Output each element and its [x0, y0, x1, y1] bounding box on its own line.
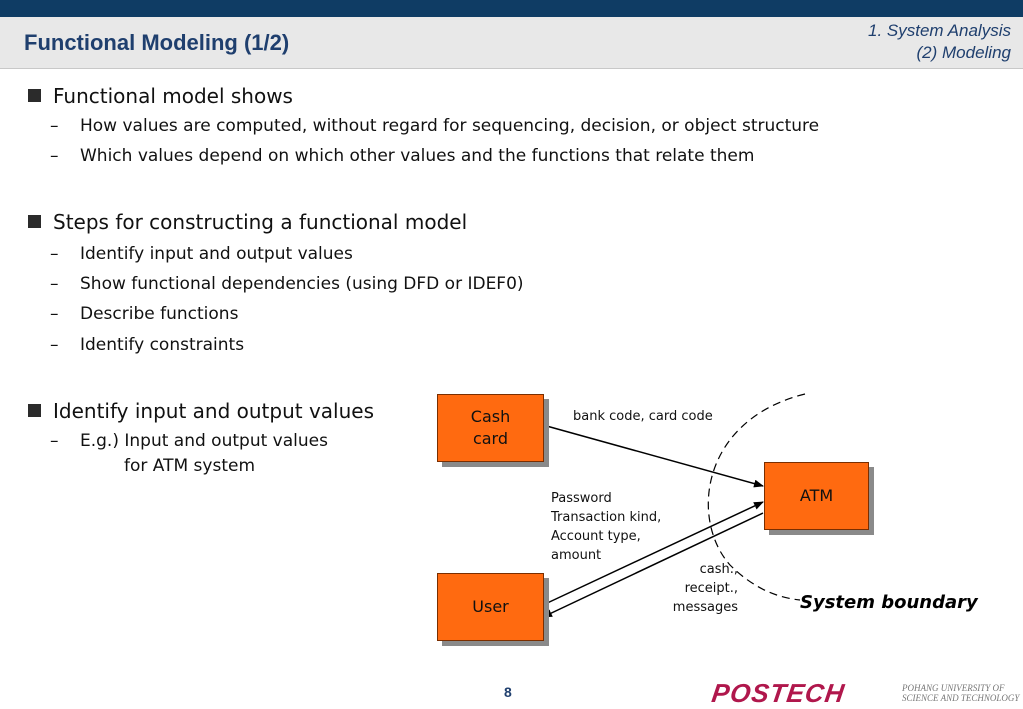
bullet-text: Steps for constructing a functional mode…	[53, 210, 468, 234]
sub-text: for ATM system	[124, 456, 256, 476]
atm-label: ATM	[799, 486, 834, 505]
label-line: messages	[672, 600, 738, 615]
sub-item: –E.g.) Input and output values	[50, 431, 328, 451]
bullet-square-icon	[28, 404, 41, 417]
label-line: Password	[551, 491, 612, 506]
slide-title: Functional Modeling (1/2)	[24, 30, 290, 55]
system-boundary-arc	[707, 393, 806, 601]
logo-wordmark: POSTECH	[709, 678, 847, 708]
section-line-2: (2) Modeling	[916, 43, 1012, 62]
bullet-square-icon	[28, 89, 41, 102]
sub-item: –Describe functions	[50, 304, 239, 324]
section-line-1: 1. System Analysis	[868, 21, 1011, 40]
logo-subtitle: POHANG UNIVERSITY OF SCIENCE AND TECHNOL…	[902, 683, 1019, 703]
sub-text: Describe functions	[80, 304, 239, 324]
bullet-text: Functional model shows	[53, 84, 293, 108]
bullet-steps: Steps for constructing a functional mode…	[28, 210, 467, 234]
sub-text: Identify constraints	[80, 335, 245, 355]
bullet-square-icon	[28, 215, 41, 228]
sub-item: –Identify constraints	[50, 335, 245, 355]
bullet-text: Identify input and output values	[53, 399, 375, 423]
arrow-atm-to-user	[542, 512, 764, 618]
sub-item: –How values are computed, without regard…	[50, 116, 820, 136]
logo-sub-line-2: SCIENCE AND TECHNOLOGY	[902, 693, 1020, 703]
logo-sub-line-1: POHANG UNIVERSITY OF	[902, 683, 1005, 693]
sub-text: Show functional dependencies (using DFD …	[80, 274, 524, 294]
sub-item: –Which values depend on which other valu…	[50, 146, 755, 166]
cash-card-label-2: card	[472, 429, 509, 448]
sub-item: –Show functional dependencies (using DFD…	[50, 274, 524, 294]
sub-text: Which values depend on which other value…	[80, 146, 755, 166]
top-bar	[0, 0, 1023, 17]
bullet-functional-model: Functional model shows	[28, 84, 293, 108]
label-password-group: Password Transaction kind, Account type,…	[551, 489, 661, 565]
label-cash-group: cash., receipt., messages	[668, 560, 738, 617]
slide-header: Functional Modeling (1/2) 1. System Anal…	[0, 17, 1023, 69]
sub-text: E.g.) Input and output values	[80, 431, 328, 451]
arrow-user-to-atm	[542, 501, 764, 606]
section-tag: 1. System Analysis (2) Modeling	[868, 20, 1011, 64]
label-bank-card-code: bank code, card code	[573, 409, 713, 424]
label-line: receipt.,	[684, 581, 738, 596]
sub-item: –Identify input and output values	[50, 244, 353, 264]
sub-text: Identify input and output values	[80, 244, 353, 264]
label-line: Account type,	[551, 529, 641, 544]
user-box: User	[437, 573, 544, 641]
sub-text: How values are computed, without regard …	[80, 116, 820, 136]
user-label: User	[472, 597, 509, 616]
label-line: amount	[551, 548, 602, 563]
postech-logo: POSTECH POHANG UNIVERSITY OF SCIENCE AND…	[709, 678, 1019, 709]
system-boundary-label: System boundary	[800, 592, 978, 613]
sub-item-continued: for ATM system	[124, 456, 255, 476]
cash-card-label-1: Cash	[470, 407, 511, 426]
atm-box: ATM	[764, 462, 869, 530]
bullet-identify-io: Identify input and output values	[28, 399, 374, 423]
label-line: Transaction kind,	[551, 510, 662, 525]
arrow-cashcard-to-atm	[542, 424, 764, 488]
page-number: 8	[504, 684, 512, 700]
cash-card-box: Cash card	[437, 394, 544, 462]
label-line: cash.,	[699, 562, 738, 577]
